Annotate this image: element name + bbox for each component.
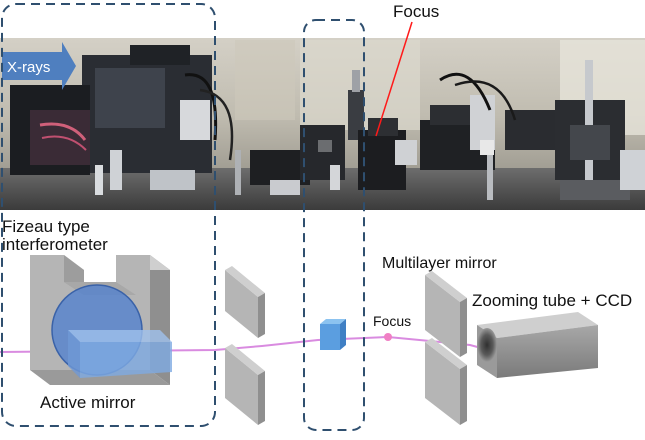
slit-pair bbox=[225, 266, 265, 425]
slit-upper bbox=[225, 270, 258, 338]
fizeau-label-line2: interferometer bbox=[2, 235, 108, 254]
lens-icon bbox=[477, 328, 497, 362]
active-mirror-label: Active mirror bbox=[40, 393, 136, 412]
sample-group-box bbox=[303, 19, 365, 431]
sample-cube bbox=[320, 319, 346, 350]
xrays-arrow: X-rays bbox=[2, 42, 76, 90]
focus-pointer-line bbox=[375, 21, 413, 137]
xrays-label: X-rays bbox=[7, 59, 50, 76]
zooming-tube-label: Zooming tube + CCD bbox=[472, 291, 632, 310]
multilayer-mirror bbox=[425, 271, 467, 425]
diagram-focus-label: Focus bbox=[373, 313, 411, 329]
focus-point bbox=[384, 333, 392, 341]
multilayer-mirror-lower bbox=[425, 342, 460, 425]
zooming-tube-ccd bbox=[477, 312, 598, 378]
slit-lower bbox=[225, 348, 258, 425]
fizeau-label-line1: Fizeau type bbox=[2, 217, 90, 236]
photo-focus-label: Focus bbox=[393, 2, 439, 21]
active-mirror bbox=[51, 284, 172, 378]
multilayer-mirror-label: Multilayer mirror bbox=[382, 255, 497, 272]
lab-photo bbox=[0, 38, 645, 210]
fizeau-group-box bbox=[1, 3, 216, 427]
multilayer-mirror-upper bbox=[425, 275, 460, 357]
